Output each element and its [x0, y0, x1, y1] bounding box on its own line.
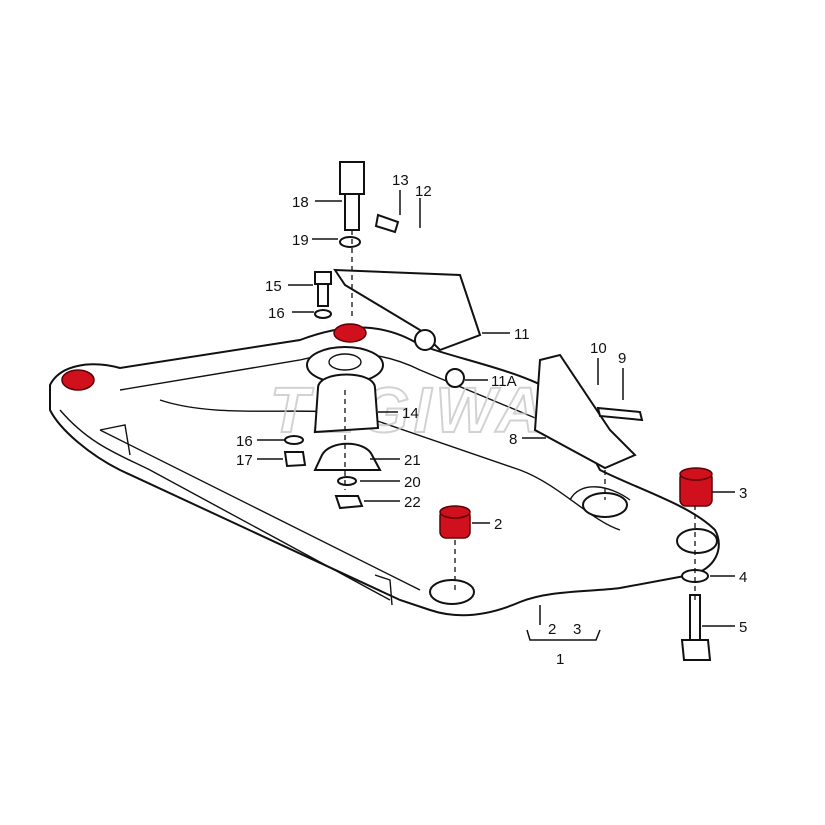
leader-lines	[257, 190, 735, 641]
bushing-mount-top	[333, 323, 367, 343]
callout-15: 15	[265, 278, 282, 295]
callout-10: 10	[590, 340, 607, 357]
bushing-rear-left	[61, 369, 95, 391]
callout-3-group: 3	[573, 621, 581, 638]
callout-5: 5	[739, 619, 747, 636]
callout-12: 12	[415, 183, 432, 200]
callout-9: 9	[618, 350, 626, 367]
callout-2: 2	[494, 516, 502, 533]
callout-11a: 11A	[491, 373, 517, 390]
callout-22: 22	[404, 494, 421, 511]
callout-20: 20	[404, 474, 421, 491]
bushing-3	[679, 467, 713, 507]
callout-14: 14	[402, 405, 419, 422]
callout-16-lower: 16	[236, 433, 253, 450]
callout-19: 19	[292, 232, 309, 249]
callout-4: 4	[739, 569, 747, 586]
callout-21: 21	[404, 452, 421, 469]
hardware	[283, 161, 712, 661]
callout-13: 13	[392, 172, 409, 189]
callout-17: 17	[236, 452, 253, 469]
callout-3: 3	[739, 485, 747, 502]
highlighted-bushings	[61, 323, 713, 539]
subframe	[49, 326, 720, 617]
callout-16-upper: 16	[268, 305, 285, 322]
watermark-logo: TEGIWA	[270, 374, 546, 446]
callout-18: 18	[292, 194, 309, 211]
callout-2-group: 2	[548, 621, 556, 638]
bushing-2	[439, 505, 471, 539]
callout-1: 1	[556, 651, 564, 668]
callout-8: 8	[509, 431, 517, 448]
callout-11: 11	[514, 326, 530, 343]
callout-labels: 18 19 13 12 15 16 11 10 9 11A 14 8 16 17…	[236, 172, 747, 668]
